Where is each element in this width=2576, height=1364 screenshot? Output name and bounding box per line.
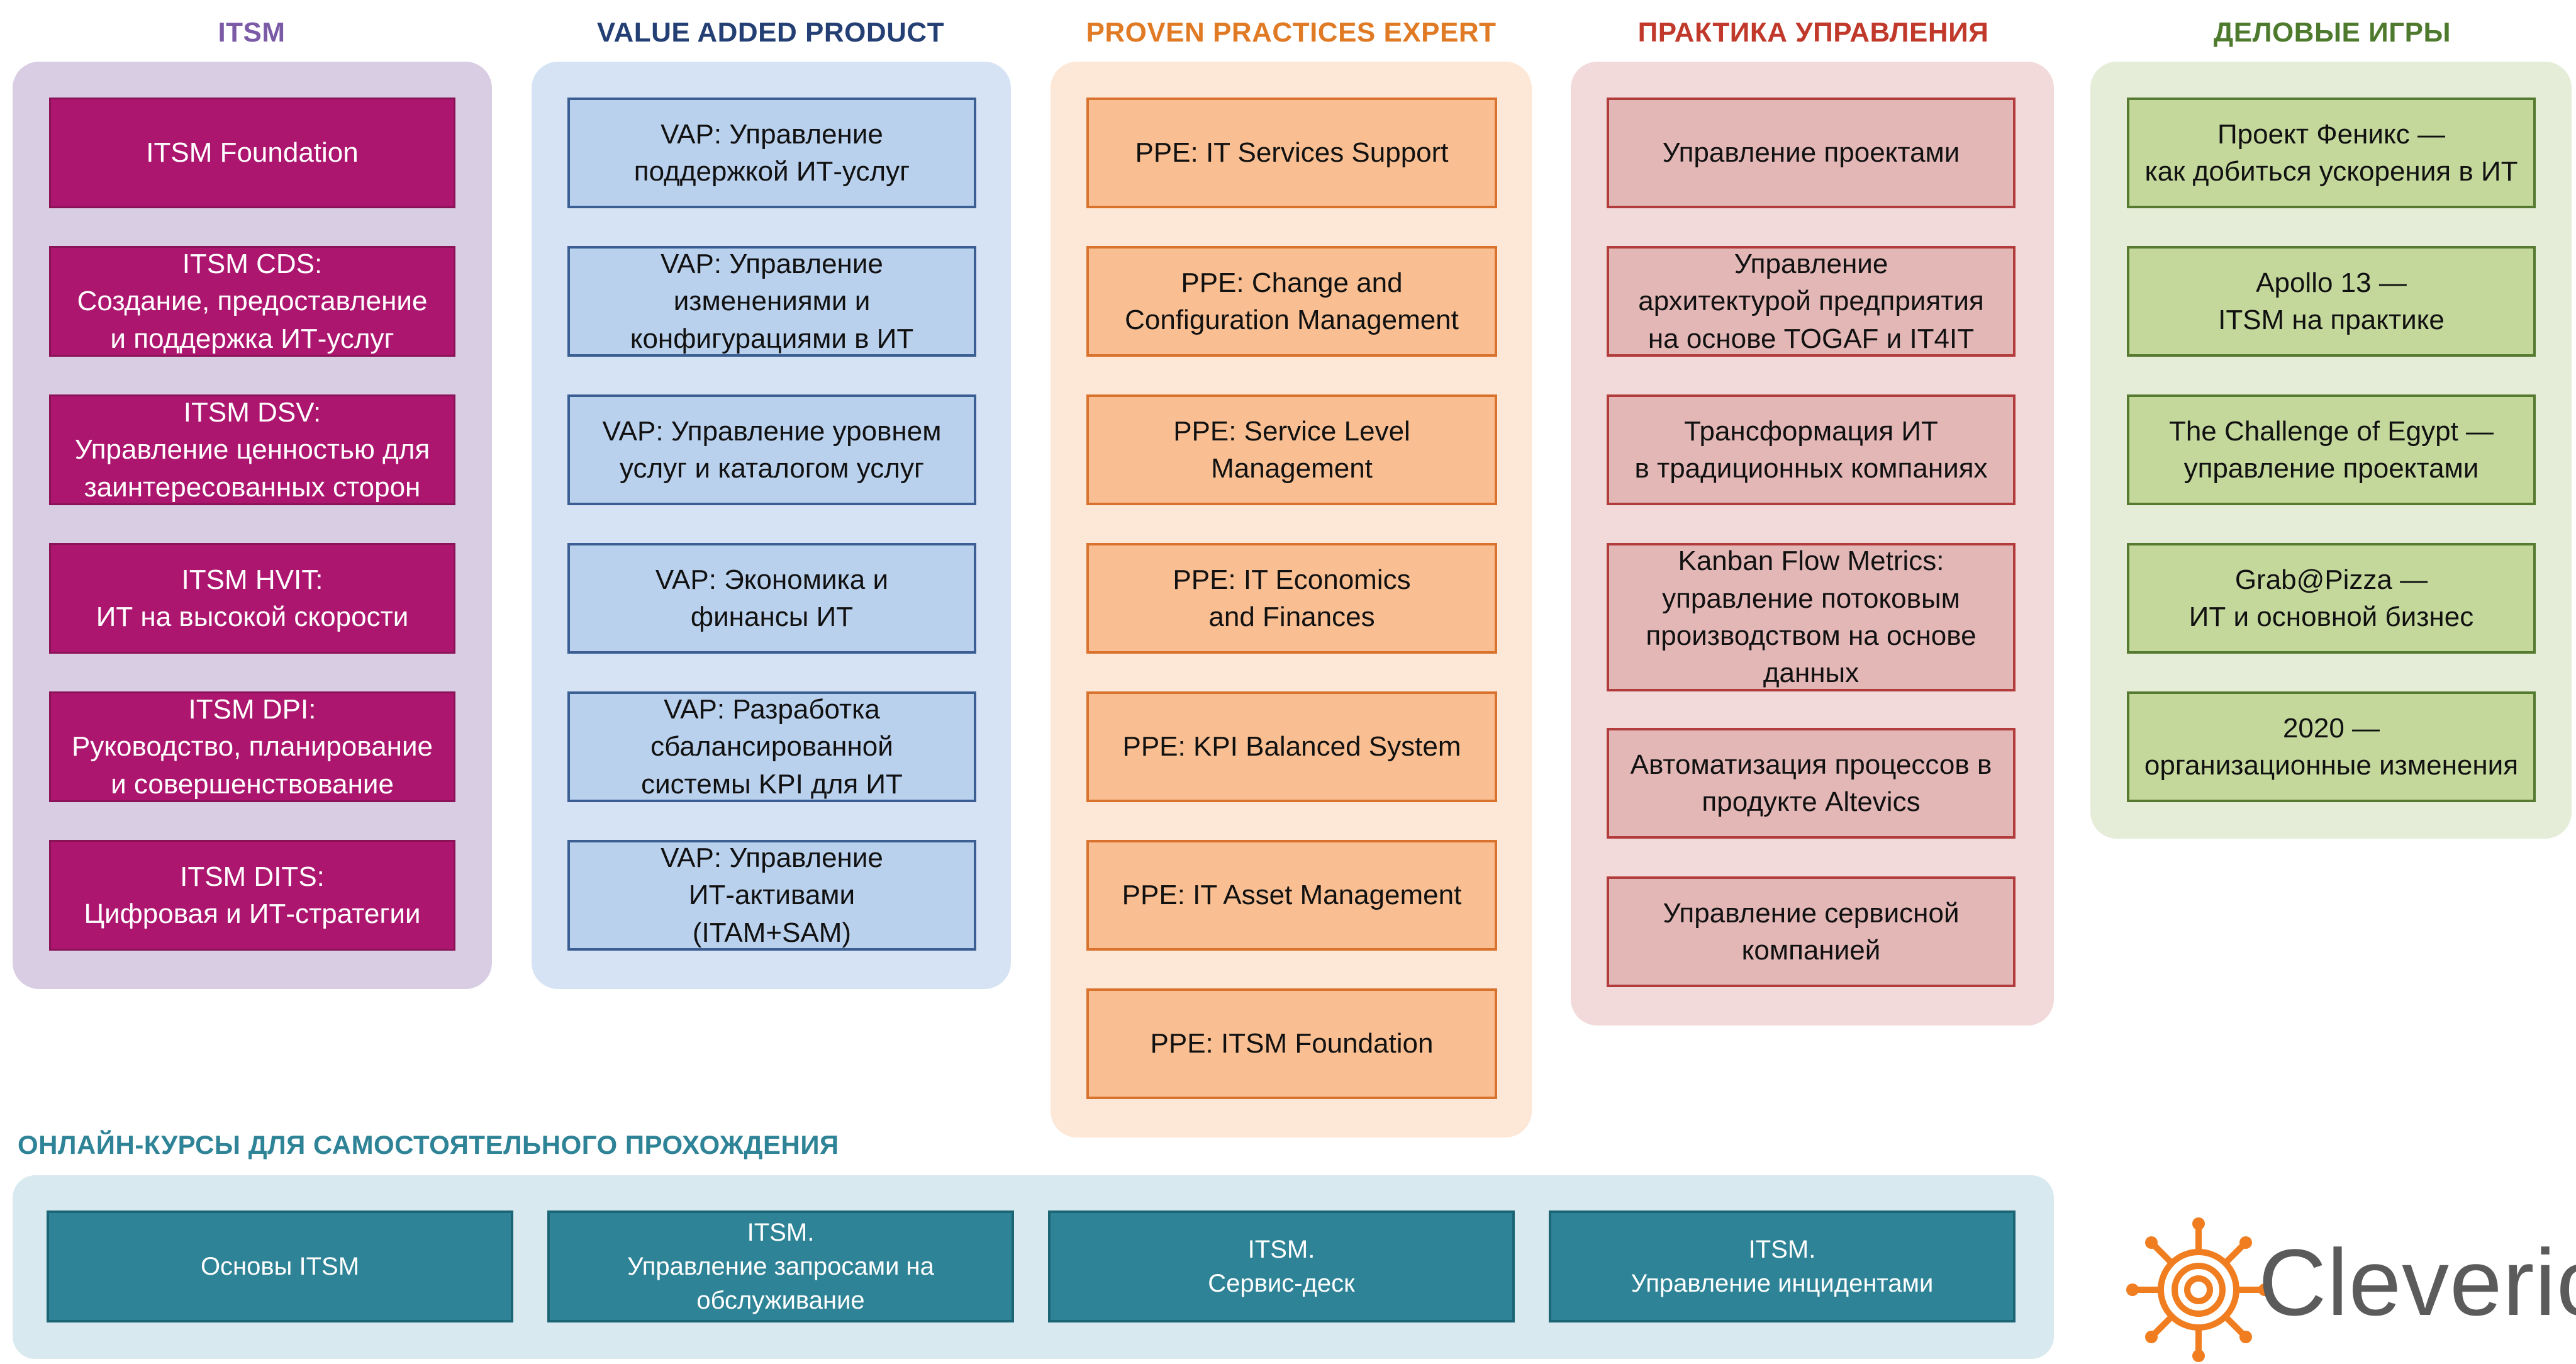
itsm-panel: [13, 62, 492, 989]
online-course-service-requests[interactable]: ITSM. Управление запросами на обслуживан…: [547, 1210, 1014, 1322]
course-itsm-dsv[interactable]: ITSM DSV: Управление ценностью для заинт…: [49, 394, 455, 505]
course-ppe-economics[interactable]: PPE: IT Economics and Finances: [1086, 543, 1497, 654]
online-course-itsm-basics[interactable]: Основы ITSM: [47, 1210, 513, 1322]
course-enterprise-architecture[interactable]: Управление архитектурой предприятия на о…: [1607, 246, 2016, 357]
course-itsm-foundation[interactable]: ITSM Foundation: [49, 98, 455, 208]
column-title-games: ДЕЛОВЫЕ ИГРЫ: [2213, 17, 2451, 48]
course-ppe-kpi[interactable]: PPE: KPI Balanced System: [1086, 691, 1497, 802]
course-vap-support[interactable]: VAP: Управление поддержкой ИТ-услуг: [567, 98, 976, 208]
game-grab-pizza[interactable]: Grab@Pizza — ИТ и основной бизнес: [2127, 543, 2536, 654]
course-kanban-flow-metrics[interactable]: Kanban Flow Metrics: управление потоковы…: [1607, 543, 2016, 691]
column-title-ppe: PROVEN PRACTICES EXPERT: [1086, 17, 1497, 48]
online-course-service-desk[interactable]: ITSM. Сервис-деск: [1048, 1210, 1515, 1322]
course-it-transformation[interactable]: Трансформация ИТ в традиционных компания…: [1607, 394, 2016, 505]
course-ppe-itsm-foundation[interactable]: PPE: ITSM Foundation: [1086, 988, 1497, 1099]
course-ppe-service-level[interactable]: PPE: Service Level Management: [1086, 394, 1497, 505]
course-itsm-dpi[interactable]: ITSM DPI: Руководство, планирование и со…: [49, 691, 455, 802]
course-ppe-services-support[interactable]: PPE: IT Services Support: [1086, 98, 1497, 208]
game-apollo-13[interactable]: Apollo 13 — ITSM на практике: [2127, 246, 2536, 357]
vap-panel: [532, 62, 1011, 989]
cleverics-logo: Clevericks: [2126, 1217, 2576, 1362]
game-challenge-of-egypt[interactable]: The Challenge of Egypt — управление прое…: [2127, 394, 2536, 505]
course-vap-kpi[interactable]: VAP: Разработка сбалансированной системы…: [567, 691, 976, 802]
course-vap-assets[interactable]: VAP: Управление ИТ-активами (ITAM+SAM): [567, 840, 976, 951]
course-itsm-dits[interactable]: ITSM DITS: Цифровая и ИТ-стратегии: [49, 840, 455, 951]
course-vap-change-config[interactable]: VAP: Управление изменениями и конфигурац…: [567, 246, 976, 357]
game-phoenix-project[interactable]: Проект Феникс — как добиться ускорения в…: [2127, 98, 2536, 208]
course-project-management[interactable]: Управление проектами: [1607, 98, 2016, 208]
course-altevics-automation[interactable]: Автоматизация процессов в продукте Altev…: [1607, 728, 2016, 839]
course-itsm-hvit[interactable]: ITSM HVIT: ИТ на высокой скорости: [49, 543, 455, 654]
logo-text: Clevericks: [2258, 1229, 2576, 1335]
course-ppe-asset-management[interactable]: PPE: IT Asset Management: [1086, 840, 1497, 951]
online-course-incident-management[interactable]: ITSM. Управление инцидентами: [1549, 1210, 2016, 1322]
course-service-company-management[interactable]: Управление сервисной компанией: [1607, 876, 2016, 987]
course-itsm-cds[interactable]: ITSM CDS: Создание, предоставление и под…: [49, 246, 455, 357]
course-vap-economics[interactable]: VAP: Экономика и финансы ИТ: [567, 543, 976, 654]
column-title-vap: VALUE ADDED PRODUCT: [596, 17, 945, 48]
game-2020[interactable]: 2020 — организационные изменения: [2127, 691, 2536, 802]
ship-wheel-icon: [2126, 1217, 2271, 1362]
course-ppe-change-config[interactable]: PPE: Change and Configuration Management: [1086, 246, 1497, 357]
online-section-title: ОНЛАЙН-КУРСЫ ДЛЯ САМОСТОЯТЕЛЬНОГО ПРОХОЖ…: [18, 1130, 839, 1160]
column-title-itsm: ITSM: [218, 17, 286, 48]
course-vap-service-level[interactable]: VAP: Управление уровнем услуг и каталого…: [567, 394, 976, 505]
column-title-management: ПРАКТИКА УПРАВЛЕНИЯ: [1637, 17, 1989, 48]
